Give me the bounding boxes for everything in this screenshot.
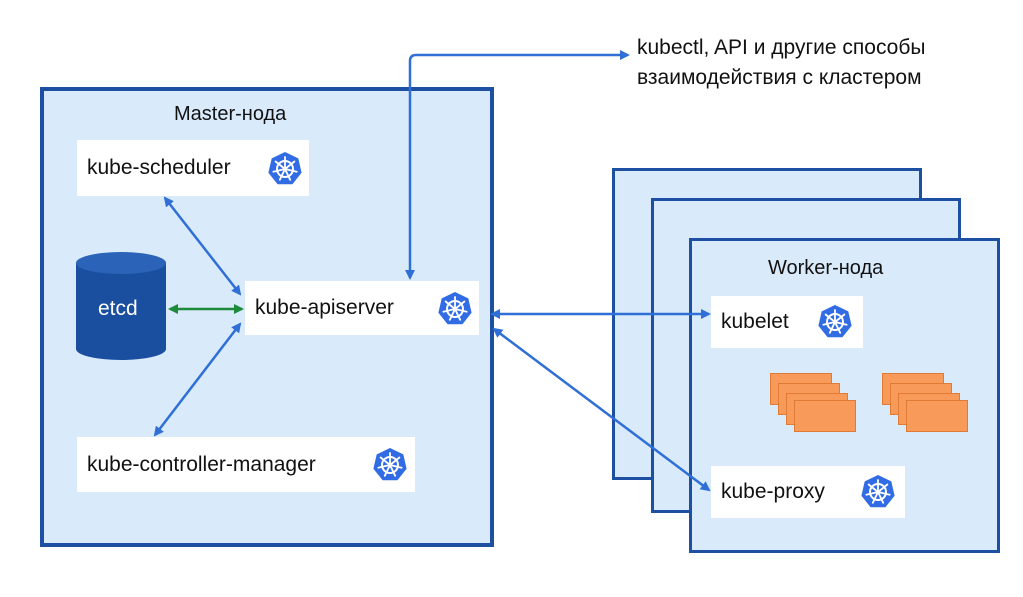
database-icon xyxy=(76,252,166,360)
external-access-line-1: kubectl, API и другие способы xyxy=(637,36,926,59)
kubernetes-icon xyxy=(267,151,303,187)
kube-controller-manager-label: kube-controller-manager xyxy=(87,452,316,476)
kubernetes-icon xyxy=(372,447,408,483)
kubelet-label: kubelet xyxy=(721,310,789,333)
master-node-title: Master-нода xyxy=(174,103,287,125)
external-access-note: kubectl, API и другие способы взаимодейс… xyxy=(637,33,925,93)
pod-icon xyxy=(794,400,856,432)
etcd-label: etcd xyxy=(98,297,138,320)
kubernetes-icon xyxy=(860,474,896,510)
kube-scheduler-label: kube-scheduler xyxy=(87,156,231,179)
pod-icon xyxy=(906,400,968,432)
external-access-line-2: взаимодействия с кластером xyxy=(637,66,922,89)
kube-apiserver-box: kube-apiserver xyxy=(245,281,479,335)
kubernetes-icon xyxy=(817,304,853,340)
kube-apiserver-label: kube-apiserver xyxy=(255,296,394,319)
worker-node-title: Worker-нода xyxy=(768,257,884,279)
kubernetes-icon xyxy=(437,291,473,327)
kube-scheduler-box: kube-scheduler xyxy=(77,140,309,196)
kube-controller-manager-box: kube-controller-manager xyxy=(77,437,415,492)
kube-proxy-label: kube-proxy xyxy=(721,480,825,503)
